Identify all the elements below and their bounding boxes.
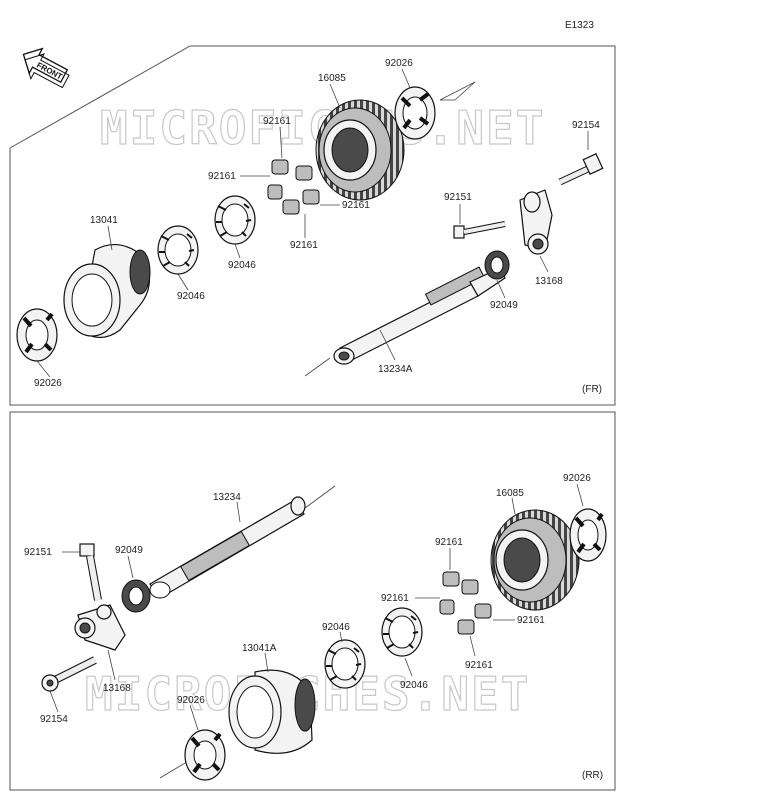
label-92161-rr-c: 92161	[517, 615, 545, 626]
label-92161-fr-c: 92161	[342, 200, 370, 211]
label-92046-fr-b: 92046	[177, 291, 205, 302]
bolt-92154	[558, 152, 604, 186]
panel-rear-frame	[9, 411, 616, 791]
label-92049-rr: 92049	[115, 545, 143, 556]
lever-13168	[519, 189, 553, 255]
damper-92026-rr-bottom	[184, 729, 226, 781]
bearing-92046-a	[214, 195, 256, 245]
bearing-92046-b	[157, 225, 199, 275]
panel-rear: MICROFICHES.NET	[9, 411, 616, 791]
panel-rear-tag: (RR)	[582, 770, 603, 781]
label-92046-rr-b: 92046	[400, 680, 428, 691]
shaft-13234A	[333, 266, 506, 365]
axis-line-fr-bottom	[304, 357, 331, 377]
lever-13168-rr	[74, 604, 126, 651]
label-92151-rr: 92151	[24, 547, 52, 558]
gear-16085-rr	[490, 509, 580, 611]
label-92151-fr: 92151	[444, 192, 472, 203]
label-92026-fr-top: 92026	[385, 58, 413, 69]
housing-13041A	[228, 669, 316, 754]
label-13168-fr: 13168	[535, 276, 563, 287]
damper-ring-92161	[267, 159, 320, 215]
label-16085-rr: 16085	[496, 488, 524, 499]
front-arrow-icon: FRONT	[22, 47, 70, 89]
axis-line-fr-top	[439, 81, 476, 101]
label-92026-fr-bottom: 92026	[34, 378, 62, 389]
label-92161-fr-a: 92161	[263, 116, 291, 127]
label-13041A-rr: 13041A	[242, 643, 277, 654]
damper-92026-rr-top	[569, 508, 607, 562]
damper-ring-92161-rr	[439, 571, 492, 635]
label-92154-fr: 92154	[572, 120, 600, 131]
label-92154-rr: 92154	[40, 714, 68, 725]
label-92161-fr-b: 92161	[208, 171, 236, 182]
label-92046-fr-a: 92046	[228, 260, 256, 271]
panel-front-frame	[9, 45, 616, 406]
leaders-fr	[36, 68, 589, 378]
label-13168-rr: 13168	[103, 683, 131, 694]
label-92161-fr-d: 92161	[290, 240, 318, 251]
axis-line-rr-bottom	[159, 759, 191, 779]
diagram-code: E1323	[565, 20, 594, 31]
label-16085-fr: 16085	[318, 73, 346, 84]
label-92161-rr-d: 92161	[465, 660, 493, 671]
label-92161-rr-a: 92161	[435, 537, 463, 548]
label-13234-rr: 13234	[213, 492, 241, 503]
bolt-92154-rr	[41, 656, 97, 692]
label-92026-rr-bottom: 92026	[177, 695, 205, 706]
shaft-13234	[149, 496, 306, 599]
axis-line-rr-top	[304, 485, 336, 509]
label-13234A-fr: 13234A	[378, 364, 413, 375]
damper-92026-bottom	[16, 308, 58, 362]
bolt-92151-rr	[79, 543, 102, 601]
label-92161-rr-b: 92161	[381, 593, 409, 604]
label-92026-rr-top: 92026	[563, 473, 591, 484]
leaders-rr	[49, 483, 584, 731]
panel-front: MICROFICHES.NET	[9, 45, 616, 406]
label-92046-rr-a: 92046	[322, 622, 350, 633]
seal-92049	[484, 250, 510, 280]
label-92049-fr: 92049	[490, 300, 518, 311]
panel-front-tag: (FR)	[582, 384, 602, 395]
bearing-92046-rr-b	[381, 607, 423, 657]
damper-92026-top	[394, 86, 436, 140]
bearing-92046-rr-a	[324, 639, 366, 689]
housing-13041	[63, 243, 151, 339]
bolt-92151	[453, 221, 506, 239]
gear-16085	[315, 99, 405, 201]
seal-92049-rr	[121, 579, 151, 613]
label-13041-fr: 13041	[90, 215, 118, 226]
